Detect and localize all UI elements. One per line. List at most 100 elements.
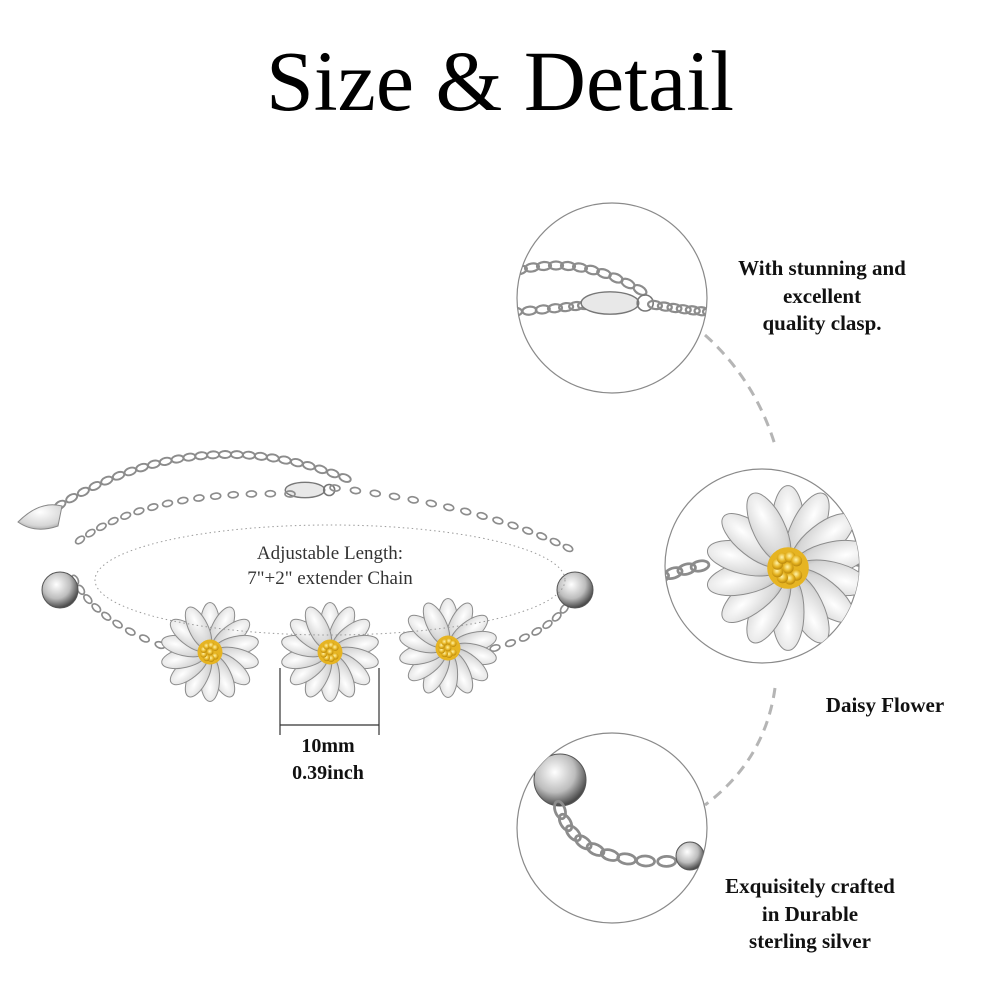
chain-link	[253, 451, 268, 461]
chain-link	[656, 301, 673, 312]
daisy-stamen	[331, 644, 339, 652]
chain-link	[83, 593, 93, 605]
chain-link	[646, 299, 664, 311]
chain-link	[111, 470, 126, 481]
daisy-charm	[281, 602, 379, 702]
chain-link	[531, 626, 543, 636]
chain-link	[571, 262, 589, 273]
chain-link	[241, 450, 256, 460]
clasp-ring	[322, 483, 336, 497]
chain-link	[542, 619, 553, 630]
page-title: Size & Detail	[265, 33, 735, 129]
daisy-charm	[399, 598, 497, 698]
material-caption-line: sterling silver	[749, 929, 871, 954]
chain-link	[460, 507, 472, 516]
chain-link	[277, 455, 292, 465]
chain-link	[443, 503, 455, 512]
chain-link	[656, 854, 678, 868]
chain-detail-circle	[516, 732, 708, 924]
chain-link	[666, 302, 683, 314]
clasp-ring	[636, 294, 655, 312]
chain-link	[349, 486, 362, 495]
chain-link	[665, 570, 670, 586]
chain-link	[676, 562, 697, 576]
chain-link	[265, 453, 280, 463]
chain-link	[65, 492, 79, 504]
length-guide-oval	[94, 524, 566, 636]
chain-link	[284, 490, 296, 498]
chain-link	[489, 643, 501, 653]
chain-link	[206, 450, 221, 460]
lobster-clasp	[284, 481, 326, 499]
chain-link	[158, 456, 173, 466]
chain-link	[124, 627, 136, 636]
chain-link	[585, 842, 606, 857]
chain-link	[675, 304, 692, 315]
tag-charm	[17, 504, 63, 530]
adjustable-length-label: Adjustable Length: 7"+2" extender Chain	[165, 541, 495, 591]
chain-link	[665, 566, 684, 581]
chain-link	[123, 466, 138, 477]
chain-link	[135, 462, 149, 473]
chain-link	[302, 461, 316, 471]
silver-bead	[533, 753, 587, 807]
chain-link	[504, 639, 517, 648]
daisy-detail-circle	[664, 468, 881, 664]
chain-link	[584, 264, 600, 276]
daisy-stamen	[211, 644, 219, 652]
chain-link	[326, 468, 340, 479]
chain-link	[218, 450, 232, 459]
chain-link	[84, 528, 96, 538]
chain-link	[100, 475, 114, 486]
chain-link	[194, 451, 209, 461]
silver-bead	[556, 571, 594, 609]
chain-link	[227, 490, 240, 499]
size-bracket	[279, 668, 380, 735]
chain-link	[107, 516, 119, 526]
chain-link	[860, 567, 881, 584]
chain-link	[551, 612, 562, 622]
chain-link	[535, 260, 553, 272]
chain-link	[689, 559, 711, 573]
daisy-stamen	[206, 648, 214, 656]
chain-link	[182, 452, 197, 462]
chain-link	[596, 268, 612, 279]
chain-link	[147, 459, 161, 469]
material-caption-line: in Durable	[761, 901, 859, 926]
chain-link	[523, 262, 541, 273]
flower-caption: Daisy Flower	[800, 692, 970, 720]
chain-link	[684, 305, 701, 316]
clasp-caption-line: excellent	[782, 283, 862, 308]
chain-link	[557, 812, 574, 833]
clasp-caption-line: With stunning and	[738, 256, 906, 280]
clasp-caption-line: quality clasp.	[762, 311, 882, 336]
adjustable-label: Adjustable Length:	[256, 543, 404, 564]
daisy-stamen	[790, 555, 803, 567]
chain-link	[369, 489, 382, 498]
chain-link	[425, 499, 438, 508]
chain-link	[170, 454, 185, 464]
chain-link	[193, 494, 205, 502]
daisy-stamen	[782, 562, 794, 574]
chain-link	[95, 522, 107, 532]
chain-link	[547, 260, 565, 271]
chain-link	[559, 260, 577, 272]
flower-size-label: 10mm 0.39inch	[268, 733, 388, 787]
chain-link	[534, 304, 551, 315]
extender-label: 7"+2" extender Chain	[247, 568, 413, 590]
chain-link	[120, 511, 132, 520]
chain-link	[701, 306, 707, 318]
chain-link	[553, 799, 567, 821]
chain-link	[492, 516, 504, 525]
chain-link	[518, 633, 530, 642]
daisy-stamen	[326, 648, 334, 656]
daisy-stamen	[200, 650, 208, 658]
chain-link	[407, 495, 419, 504]
chain-link	[314, 464, 328, 475]
chain-link	[112, 619, 123, 629]
chain-link	[388, 492, 401, 501]
material-caption-line: Exquisitely crafted	[725, 874, 895, 898]
chain-link	[536, 532, 548, 541]
chain-link	[133, 507, 145, 516]
